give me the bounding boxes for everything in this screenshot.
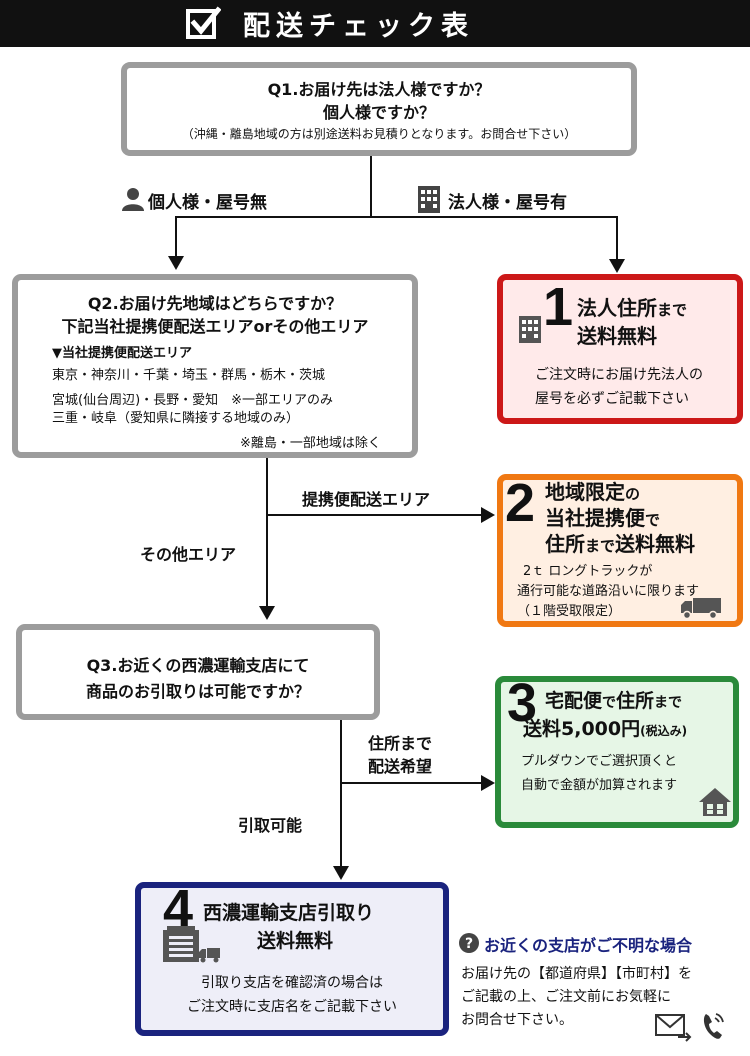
help-line2: ご記載の上、ご注文前にお気軽に bbox=[461, 989, 671, 1005]
option-3-box: 3 宅配便で住所まで 送料5,000円(税込み) プルダウンでご選択頂くと 自動… bbox=[495, 676, 739, 828]
q2-area-line1: 東京・神奈川・千葉・埼玉・群馬・栃木・茨城 bbox=[52, 368, 326, 383]
connector-q2-right bbox=[266, 514, 482, 516]
option-2-l2a: 当社提携便 bbox=[545, 506, 645, 530]
help-title: お近くの支店がご不明な場合 bbox=[484, 936, 693, 955]
connector-q1-branch bbox=[175, 216, 618, 218]
arrow-to-option-2 bbox=[481, 507, 495, 523]
option-2-l3a: 住所 bbox=[545, 532, 585, 556]
help-line3: お問合せ下さい。 bbox=[461, 1012, 573, 1028]
option-1-desc1: ご注文時にお届け先法人の bbox=[535, 367, 703, 383]
option-3-line2: 送料5,000円(税込み) bbox=[523, 714, 687, 741]
checkbox-icon bbox=[186, 5, 221, 39]
option-3-l1b: で bbox=[602, 695, 617, 711]
q1-line1: Q1.お届け先は法人様ですか？ bbox=[267, 80, 491, 99]
option-2-desc2: 通行可能な道路沿いに限ります bbox=[517, 584, 700, 599]
connector-q1-right bbox=[616, 216, 618, 261]
header: 配送チェック表 bbox=[185, 0, 565, 47]
option-2-l3b: まで bbox=[585, 537, 616, 555]
question-1-box: Q1.お届け先は法人様ですか？ 個人様ですか？ （沖縄・離島地域の方は別途送料お… bbox=[121, 62, 637, 156]
branch-delivery-label2: 配送希望 bbox=[368, 757, 433, 776]
arrow-to-q2 bbox=[168, 256, 184, 270]
option-3-l1c: 住所 bbox=[616, 690, 655, 712]
option-4-desc1: 引取り支店を確認済の場合は bbox=[201, 975, 383, 991]
branch-pickup-label: 引取可能 bbox=[238, 816, 303, 835]
svg-text:?: ? bbox=[465, 936, 473, 952]
building-icon bbox=[418, 186, 440, 213]
connector-q2-down bbox=[266, 458, 268, 608]
q2-area-line2: 宮城(仙台周辺)・長野・愛知 ※一部エリアのみ bbox=[52, 393, 334, 408]
branch-individual-label: 個人様・屋号無 bbox=[148, 193, 267, 213]
option-1-number: 1 bbox=[543, 277, 574, 337]
option-2-line1: 地域限定の bbox=[545, 476, 640, 505]
option-1-title: 法人住所まで bbox=[577, 292, 687, 321]
option-1-box: 1 法人住所まで 送料無料 ご注文時にお届け先法人の 屋号を必ずご記載下さい bbox=[497, 274, 743, 424]
option-2-box: 2 地域限定の 当社提携便で 住所まで送料無料 2ｔ ロングトラックが 通行可能… bbox=[497, 474, 743, 627]
q3-line2: 商品のお引取りは可能ですか？ bbox=[85, 682, 310, 701]
q1-line2: 個人様ですか？ bbox=[322, 103, 435, 122]
arrow-to-option-1 bbox=[609, 259, 625, 273]
q1-note: （沖縄・離島地域の方は別途送料お見積りとなります。お問合せ下さい） bbox=[181, 127, 577, 141]
truck-icon bbox=[681, 598, 721, 620]
header-bar bbox=[0, 0, 750, 47]
option-1-desc2: 屋号を必ずご記載下さい bbox=[535, 391, 689, 407]
option-2-l2b: で bbox=[645, 511, 661, 529]
option-4-desc2: ご注文時に支店名をご記載下さい bbox=[187, 999, 397, 1015]
option-3-l2a: 送料5,000円 bbox=[523, 718, 641, 740]
option-3-l2b: (税込み) bbox=[640, 724, 688, 738]
option-2-desc3: （１階受取限定） bbox=[517, 604, 622, 619]
arrow-to-option-3 bbox=[481, 775, 495, 791]
option-2-l1b: の bbox=[625, 485, 641, 503]
q2-area-title: ▼当社提携便配送エリア bbox=[52, 346, 192, 361]
option-3-desc1: プルダウンでご選択頂くと bbox=[521, 754, 678, 769]
branch-delivery-label1: 住所まで bbox=[368, 734, 433, 753]
q3-line1: Q3.お近くの西濃運輸支店にて bbox=[86, 656, 310, 675]
question-3-box: Q3.お近くの西濃運輸支店にて 商品のお引取りは可能ですか？ bbox=[16, 624, 380, 720]
page-title: 配送チェック表 bbox=[243, 11, 474, 42]
option-2-desc1: 2ｔ ロングトラックが bbox=[523, 564, 653, 579]
branch-other-area-label: その他エリア bbox=[140, 545, 237, 564]
phone-icon bbox=[703, 1013, 724, 1039]
option-3-number: 3 bbox=[507, 673, 538, 733]
connector-q3-down bbox=[340, 720, 342, 868]
connector-q1-left bbox=[175, 216, 177, 258]
option-2-number: 2 bbox=[505, 473, 536, 533]
house-icon bbox=[699, 788, 731, 816]
question-icon: ? bbox=[459, 933, 479, 953]
connector-q3-right bbox=[340, 782, 482, 784]
mail-icon bbox=[655, 1014, 692, 1042]
branch-partner-area-label: 提携便配送エリア bbox=[302, 490, 431, 509]
option-1-title-a: 法人住所 bbox=[577, 296, 657, 320]
option-4-box: 4 西濃運輸支店引取り 送料無料 引取り支店を確認済の場合は ご注文時に支店名を… bbox=[135, 882, 449, 1036]
option-2-line2: 当社提携便で bbox=[545, 502, 660, 531]
option-2-l1a: 地域限定 bbox=[545, 480, 625, 504]
option-2-l3c: 送料無料 bbox=[615, 532, 696, 556]
q2-area-line3: 三重・岐阜（愛知県に隣接する地域のみ） bbox=[52, 411, 300, 426]
option-3-desc2: 自動で金額が加算されます bbox=[521, 778, 678, 793]
option-1-title-c: 送料無料 bbox=[577, 324, 657, 348]
option-3-l1a: 宅配便 bbox=[545, 690, 603, 712]
q2-area-note: ※離島・一部地域は除く bbox=[240, 436, 381, 451]
arrow-to-q3 bbox=[259, 606, 275, 620]
question-2-box: Q2.お届け先地域はどちらですか？ 下記当社提携便配送エリアorその他エリア ▼… bbox=[12, 274, 418, 458]
connector-q1-down bbox=[370, 156, 372, 218]
option-3-l1d: まで bbox=[654, 695, 683, 711]
warehouse-icon bbox=[163, 926, 220, 963]
option-2-line3: 住所まで送料無料 bbox=[545, 528, 695, 557]
person-icon bbox=[122, 188, 144, 211]
office-building-icon bbox=[519, 316, 541, 343]
option-1-title-b: まで bbox=[657, 301, 688, 319]
help-line1: お届け先の【都道府県】【市町村】を bbox=[461, 966, 692, 982]
arrow-to-option-4 bbox=[333, 866, 349, 880]
q2-line1: Q2.お届け先地域はどちらですか？ bbox=[87, 294, 343, 313]
option-4-title1: 西濃運輸支店引取り bbox=[203, 902, 375, 924]
option-4-title2: 送料無料 bbox=[257, 930, 334, 952]
q2-line2: 下記当社提携便配送エリアorその他エリア bbox=[61, 317, 369, 336]
branch-corporate-label: 法人様・屋号有 bbox=[448, 193, 567, 213]
option-3-line1: 宅配便で住所まで bbox=[545, 686, 682, 713]
